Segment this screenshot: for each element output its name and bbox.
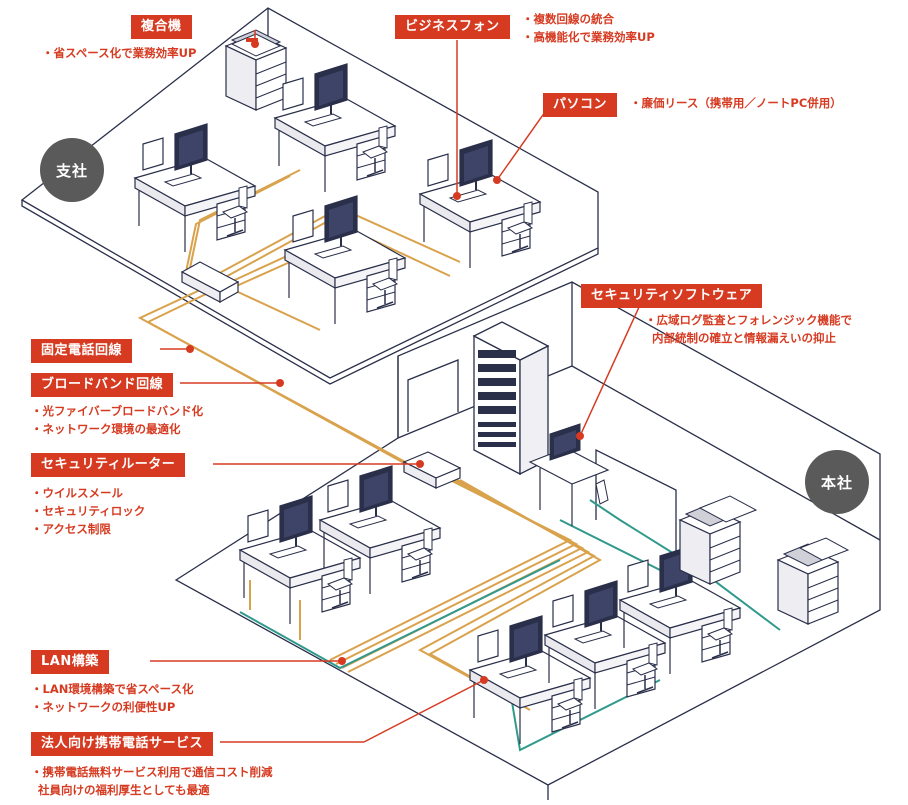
branch-office-label: 支社 <box>55 161 88 180</box>
mfp-notes: ・省スペース化で業務効率UP <box>42 44 196 62</box>
hq-security-terminal <box>528 423 610 526</box>
broadband-note: ・ネットワーク環境の最適化 <box>31 422 181 436</box>
security-router-note: ・アクセス制限 <box>31 522 111 536</box>
security-router-note: ・ウイルスメール <box>31 486 123 500</box>
branch-office-badge: 支社 <box>40 138 104 202</box>
broadband-callout: ブロードバンド回線 <box>31 373 174 397</box>
mfp-note: ・省スペース化で業務効率UP <box>42 46 197 60</box>
business-phone-note: ・複数回線の統合 <box>522 12 614 26</box>
security-software-notes: ・広域ログ監査とフォレンジック機能で 内部統制の確立と情報漏えいの抑止 <box>645 311 852 347</box>
hq-server-rack <box>472 321 550 476</box>
branch-router <box>180 261 240 304</box>
mobile-service-notes: ・携帯電話無料サービス利用で通信コスト削減 社員向けの福利厚生としても最適 <box>31 763 273 799</box>
hq-badge: 本社 <box>805 450 869 514</box>
lan-callout: LAN構築 <box>31 650 109 674</box>
security-software-callout: セキュリティソフトウェア <box>581 284 763 308</box>
pc-callout: パソコン <box>543 93 618 117</box>
business-phone-notes: ・複数回線の統合 ・高機能化で業務効率UP <box>522 10 655 46</box>
business-phone-callout: ビジネスフォン <box>395 15 510 39</box>
mobile-service-note: 社員向けの福利厚生としても最適 <box>38 783 210 797</box>
leader-dots <box>186 40 584 684</box>
broadband-note: ・光ファイバーブロードバンド化 <box>31 404 204 418</box>
lan-note: ・LAN環境構築で省スペース化 <box>31 682 194 696</box>
pc-notes: ・廉価リース（携帯用／ノートPC併用） <box>630 94 842 112</box>
broadband-notes: ・光ファイバーブロードバンド化 ・ネットワーク環境の最適化 <box>31 402 203 438</box>
leader-lines <box>150 30 641 743</box>
branch-office-room <box>20 7 599 385</box>
security-router-note: ・セキュリティロック <box>31 504 146 518</box>
business-phone-note: ・高機能化で業務効率UP <box>522 30 655 44</box>
hq-router <box>402 451 462 489</box>
mfp-callout: 複合機 <box>131 15 192 39</box>
security-router-callout: セキュリティルーター <box>31 453 186 477</box>
lan-note: ・ネットワークの利便性UP <box>31 700 176 714</box>
mobile-service-callout: 法人向け携帯電話サービス <box>31 732 214 756</box>
security-software-note: ・広域ログ監査とフォレンジック機能で <box>645 313 852 327</box>
fixed-line-callout: 固定電話回線 <box>31 339 133 363</box>
security-router-notes: ・ウイルスメール ・セキュリティロック ・アクセス制限 <box>31 484 145 538</box>
pc-note: ・廉価リース（携帯用／ノートPC併用） <box>630 96 842 110</box>
security-software-note: 内部統制の確立と情報漏えいの抑止 <box>652 331 836 345</box>
hq-mfp <box>679 495 850 625</box>
mobile-service-note: ・携帯電話無料サービス利用で通信コスト削減 <box>31 765 273 779</box>
hq-label: 本社 <box>820 473 853 492</box>
lan-notes: ・LAN環境構築で省スペース化 ・ネットワークの利便性UP <box>31 680 193 716</box>
